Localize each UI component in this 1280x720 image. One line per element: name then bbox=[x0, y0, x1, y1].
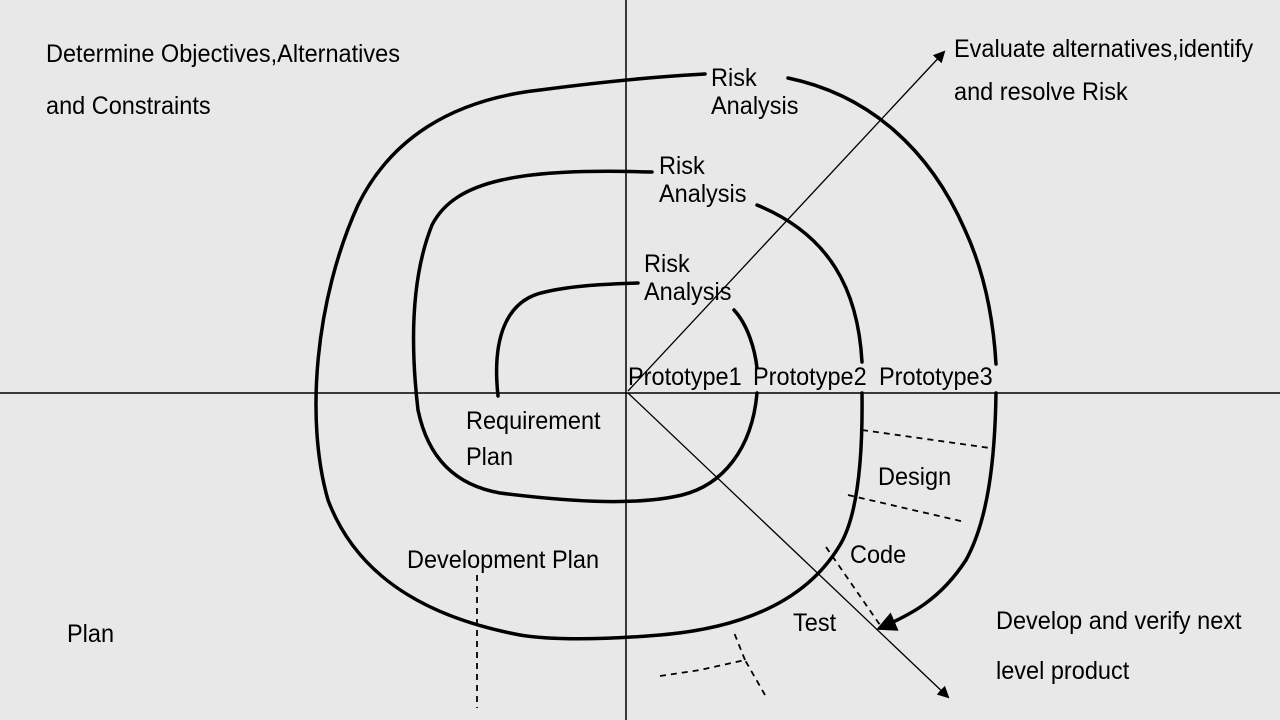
risk-analysis-outer: Risk Analysis bbox=[711, 64, 799, 120]
risk-analysis-inner-line1: Risk bbox=[644, 250, 690, 278]
risk-analysis-middle-line1: Risk bbox=[659, 152, 705, 180]
evaluate-alternatives-label: Evaluate alternatives,identify and resol… bbox=[954, 28, 1253, 114]
prototype1-label: Prototype1 bbox=[628, 363, 742, 391]
spiral-outer-loop bbox=[786, 76, 998, 628]
develop-verify-line2: level product bbox=[996, 657, 1130, 685]
develop-verify-line1: Develop and verify next bbox=[996, 607, 1242, 635]
requirement-plan-line1: Requirement bbox=[466, 407, 601, 435]
prototype2-label: Prototype2 bbox=[753, 363, 867, 391]
test-lower-dashes bbox=[659, 629, 766, 696]
risk-analysis-outer-line2: Analysis bbox=[711, 92, 799, 120]
evaluate-alternatives-line1: Evaluate alternatives,identify bbox=[954, 35, 1254, 63]
spiral-inner-loop bbox=[411, 169, 759, 504]
risk-analysis-middle: Risk Analysis bbox=[659, 152, 747, 208]
test-label: Test bbox=[793, 609, 837, 637]
risk-analysis-inner: Risk Analysis bbox=[644, 250, 732, 306]
plan-label: Plan bbox=[67, 620, 115, 648]
determine-objectives-line2: and Constraints bbox=[46, 92, 211, 120]
risk-analysis-outer-line1: Risk bbox=[711, 64, 757, 92]
requirement-plan-label: Requirement Plan bbox=[466, 403, 601, 475]
development-plan-label: Development Plan bbox=[407, 546, 600, 574]
design-label: Design bbox=[878, 463, 952, 491]
develop-verify-label: Develop and verify next level product bbox=[996, 596, 1242, 696]
requirement-plan-line2: Plan bbox=[466, 443, 514, 471]
design-separator-bottom bbox=[847, 494, 966, 523]
evaluate-alternatives-line2: and resolve Risk bbox=[954, 78, 1128, 106]
risk-analysis-middle-line2: Analysis bbox=[659, 180, 747, 208]
code-label: Code bbox=[850, 541, 907, 569]
determine-objectives-label: Determine Objectives,Alternatives and Co… bbox=[46, 28, 400, 132]
spiral-middle-loop bbox=[314, 72, 864, 641]
prototype3-label: Prototype3 bbox=[879, 363, 993, 391]
design-separator-top bbox=[861, 429, 991, 449]
code-separator bbox=[825, 546, 881, 626]
risk-analysis-inner-line2: Analysis bbox=[644, 278, 732, 306]
determine-objectives-line1: Determine Objectives,Alternatives bbox=[46, 40, 400, 68]
